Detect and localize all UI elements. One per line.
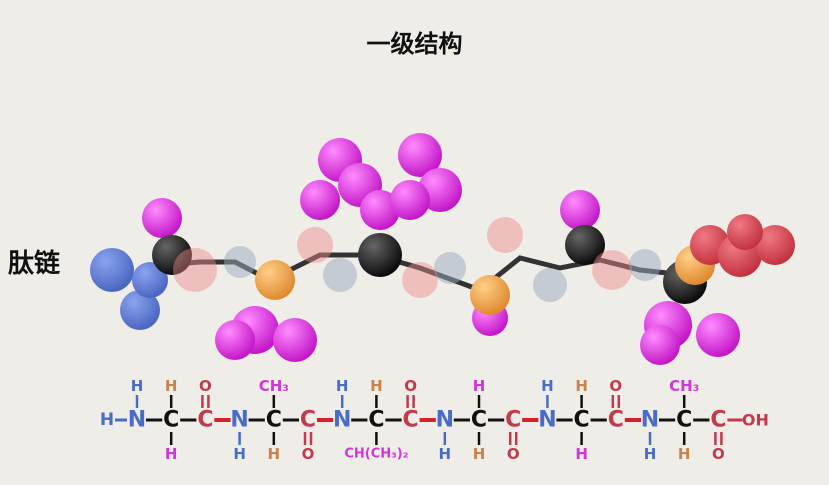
- substituent: CH₃: [669, 377, 699, 395]
- atom-n: N: [128, 408, 146, 433]
- atom-n: N: [538, 408, 556, 433]
- substituent: O: [302, 445, 315, 463]
- substituent: H: [439, 445, 452, 463]
- atom-c: C: [710, 408, 726, 433]
- substituent: O: [199, 377, 212, 395]
- atom-n: N: [436, 408, 454, 433]
- atom-c: C: [266, 408, 282, 433]
- substituent: H: [268, 445, 281, 463]
- substituent: H: [473, 445, 486, 463]
- atom-n: N: [641, 408, 659, 433]
- substituent: CH(CH₃)₂: [344, 447, 408, 462]
- backbone-atoms: [152, 217, 715, 315]
- atom-c: C: [300, 408, 316, 433]
- terminal-oh: OH: [742, 411, 769, 430]
- substituent: O: [404, 377, 417, 395]
- atom-c: C: [403, 408, 419, 433]
- substituent: H: [370, 377, 383, 395]
- atom-c: C: [197, 408, 213, 433]
- substituent: H: [165, 377, 178, 395]
- substituent: O: [507, 445, 520, 463]
- n-terminal-group: [90, 248, 168, 330]
- substituent: CH₃: [259, 377, 289, 395]
- atom-c: C: [368, 408, 384, 433]
- atom-c: C: [608, 408, 624, 433]
- substituent: H: [575, 377, 588, 395]
- substituent: H: [473, 377, 486, 395]
- side-chains: [142, 133, 740, 365]
- substituent: H: [336, 377, 349, 395]
- atom-c: C: [471, 408, 487, 433]
- substituent: H: [165, 445, 178, 463]
- substituent: O: [712, 445, 725, 463]
- substituent: O: [609, 377, 622, 395]
- atom-c: C: [574, 408, 590, 433]
- substituent: H: [233, 445, 246, 463]
- c-terminal-group: [690, 214, 795, 277]
- substituent: H: [678, 445, 691, 463]
- terminal-h: H: [100, 410, 114, 430]
- diagram-title: 一级结构: [366, 30, 463, 58]
- atom-c: C: [163, 408, 179, 433]
- substituent: H: [541, 377, 554, 395]
- substituent: H: [644, 445, 657, 463]
- atom-n: N: [333, 408, 351, 433]
- atom-c: C: [505, 408, 521, 433]
- substituent: H: [131, 377, 144, 395]
- peptide-chain-label: 肽链: [8, 249, 61, 279]
- atom-n: N: [230, 408, 248, 433]
- atom-c: C: [676, 408, 692, 433]
- substituent: H: [575, 445, 588, 463]
